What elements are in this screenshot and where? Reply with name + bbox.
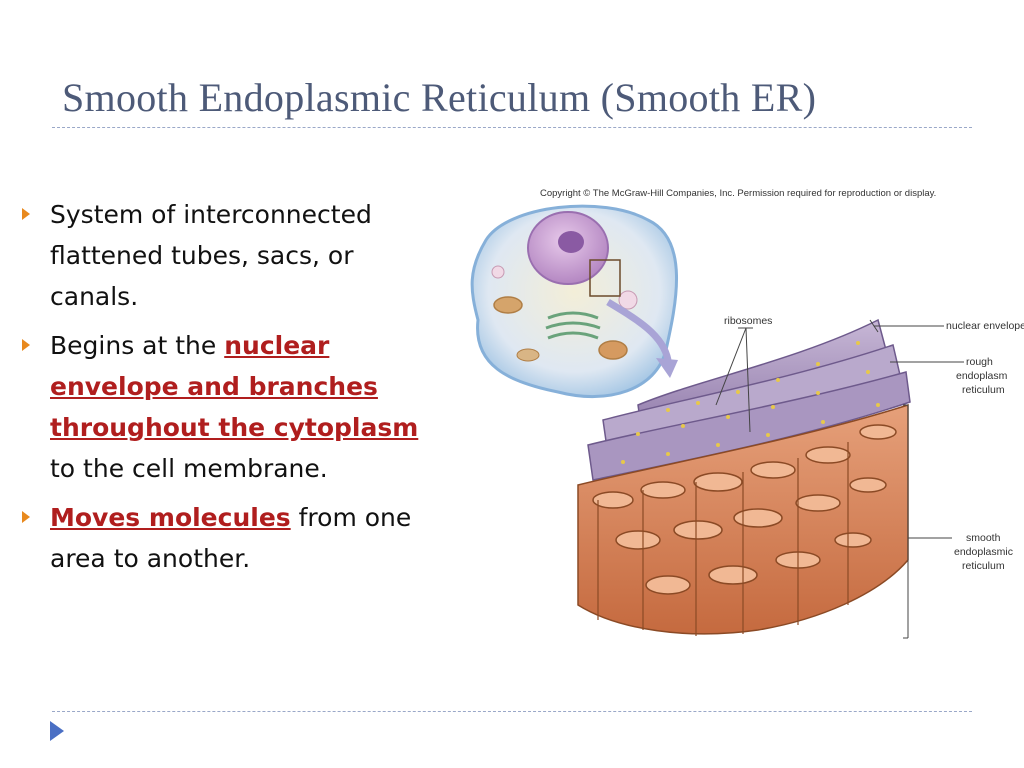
figure-copyright: Copyright © The McGraw-Hill Companies, I… [540, 188, 937, 199]
zoom-arrow-icon [606, 298, 672, 361]
label-smooth-er-line2: endoplasmic [954, 546, 1013, 558]
bullet-text-post: to the cell membrane. [50, 454, 328, 483]
label-smooth-er-line1: smooth [966, 532, 1001, 544]
bullet-list: System of interconnected flattened tubes… [22, 194, 422, 587]
bullet-item-3: Moves molecules from one area to another… [22, 497, 422, 579]
bullet-text-post: from one area to another. [50, 503, 412, 573]
bullet-arrow-icon [22, 208, 30, 220]
er-illustration: ribosomes nuclear envelope rough endopla… [470, 204, 1024, 639]
label-rough-er-line3: reticulum [962, 384, 1005, 396]
bullet-item-2: Begins at the nuclear envelope and branc… [22, 325, 422, 489]
bullet-highlight: nuclear envelope and branches throughout… [50, 331, 419, 442]
bullet-highlight: Moves molecules [50, 503, 291, 532]
slide-title: Smooth Endoplasmic Reticulum (Smooth ER) [62, 75, 817, 120]
title-divider [52, 127, 972, 128]
label-ribosomes: ribosomes [724, 315, 772, 327]
label-rough-er-line1: rough [966, 356, 993, 368]
label-rough-er-line2: endoplasm [956, 370, 1008, 382]
rough-er [587, 318, 911, 481]
label-leaders [715, 319, 964, 639]
bullet-arrow-icon [22, 511, 30, 523]
bullet-text: System of interconnected flattened tubes… [50, 200, 372, 311]
smooth-er [577, 403, 909, 636]
footer-divider [52, 711, 972, 712]
bullet-item-1: System of interconnected flattened tubes… [22, 194, 422, 317]
label-nuclear-envelope: nuclear envelope [946, 320, 1024, 332]
label-smooth-er-line3: reticulum [962, 560, 1005, 572]
bullet-text-pre: Begins at the [50, 331, 225, 360]
bullet-arrow-icon [22, 339, 30, 351]
cell-overview [470, 204, 679, 399]
next-slide-arrow-icon[interactable] [50, 721, 64, 741]
